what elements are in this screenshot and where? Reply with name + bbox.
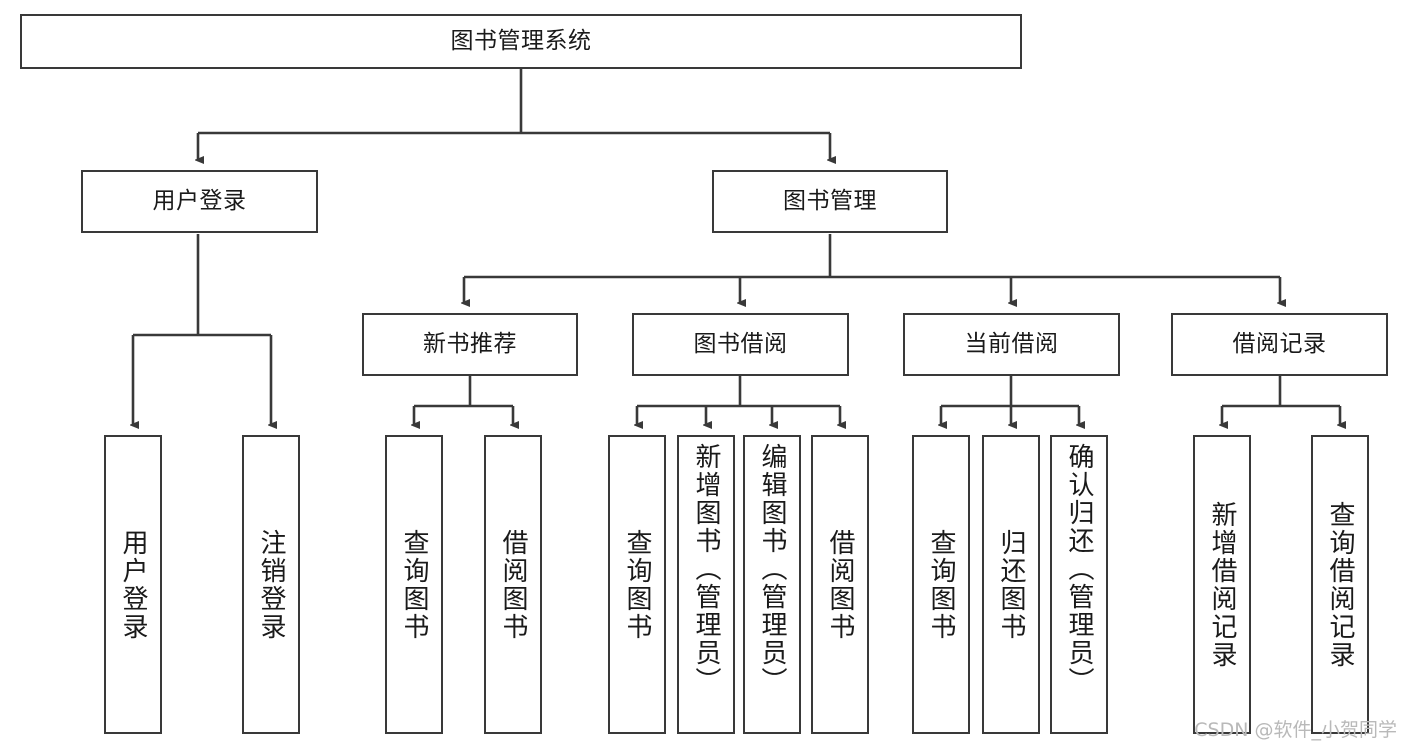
node-label: 查询图书 bbox=[622, 528, 652, 641]
leaf-add-book-admin[interactable]: 新增图书（管理员） bbox=[677, 435, 735, 734]
leaf-query-borrow-record[interactable]: 查询借阅记录 bbox=[1311, 435, 1369, 734]
node-label: 用户登录 bbox=[118, 528, 148, 641]
node-label: 新书推荐 bbox=[423, 331, 517, 357]
node-label: 确认归还（管理员） bbox=[1064, 443, 1094, 695]
watermark-text: CSDN @软件_小贺同学 bbox=[1194, 719, 1397, 741]
node-label: 归还图书 bbox=[996, 528, 1026, 641]
node-root-system[interactable]: 图书管理系统 bbox=[20, 14, 1022, 69]
node-label: 用户登录 bbox=[152, 188, 247, 214]
leaf-borrow-book-recommend[interactable]: 借阅图书 bbox=[484, 435, 542, 734]
node-label: 借阅图书 bbox=[825, 528, 855, 641]
node-label: 查询图书 bbox=[399, 528, 429, 641]
node-current-borrow[interactable]: 当前借阅 bbox=[903, 313, 1120, 376]
node-label: 借阅记录 bbox=[1232, 331, 1327, 357]
node-label: 借阅图书 bbox=[498, 528, 528, 641]
node-label: 注销登录 bbox=[256, 528, 286, 641]
node-label: 图书管理系统 bbox=[450, 28, 592, 54]
leaf-edit-book-admin[interactable]: 编辑图书（管理员） bbox=[743, 435, 801, 734]
node-label: 查询借阅记录 bbox=[1325, 500, 1355, 669]
node-user-login[interactable]: 用户登录 bbox=[81, 170, 318, 233]
leaf-borrow-book[interactable]: 借阅图书 bbox=[811, 435, 869, 734]
leaf-query-book-current[interactable]: 查询图书 bbox=[912, 435, 970, 734]
node-book-borrow[interactable]: 图书借阅 bbox=[632, 313, 849, 376]
leaf-confirm-return-admin[interactable]: 确认归还（管理员） bbox=[1050, 435, 1108, 734]
node-label: 图书管理 bbox=[783, 188, 877, 214]
node-new-book-recommend[interactable]: 新书推荐 bbox=[362, 313, 578, 376]
node-label: 新增借阅记录 bbox=[1207, 500, 1237, 669]
node-label: 编辑图书（管理员） bbox=[757, 443, 787, 695]
node-label: 图书借阅 bbox=[693, 331, 788, 357]
node-label: 当前借阅 bbox=[964, 331, 1059, 357]
leaf-user-login[interactable]: 用户登录 bbox=[104, 435, 162, 734]
leaf-query-book-borrow[interactable]: 查询图书 bbox=[608, 435, 666, 734]
leaf-query-book-recommend[interactable]: 查询图书 bbox=[385, 435, 443, 734]
leaf-logout[interactable]: 注销登录 bbox=[242, 435, 300, 734]
node-label: 查询图书 bbox=[926, 528, 956, 641]
node-borrow-record[interactable]: 借阅记录 bbox=[1171, 313, 1388, 376]
node-label: 新增图书（管理员） bbox=[691, 443, 721, 695]
node-book-management[interactable]: 图书管理 bbox=[712, 170, 948, 233]
leaf-add-borrow-record[interactable]: 新增借阅记录 bbox=[1193, 435, 1251, 734]
leaf-return-book[interactable]: 归还图书 bbox=[982, 435, 1040, 734]
